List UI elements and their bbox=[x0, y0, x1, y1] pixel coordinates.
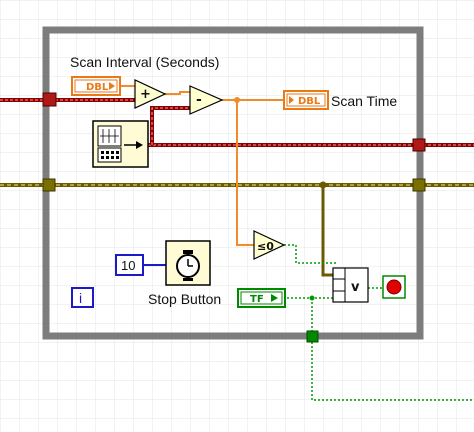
scan-time-indicator[interactable]: DBL bbox=[283, 90, 329, 110]
dbl-tag: DBL bbox=[86, 82, 109, 93]
wait-value: 10 bbox=[121, 258, 135, 273]
stop-terminal[interactable] bbox=[382, 275, 406, 299]
or-label: v bbox=[351, 280, 360, 295]
wait-function[interactable] bbox=[165, 240, 211, 286]
scan-interval-label: Scan Interval (Seconds) bbox=[70, 54, 219, 70]
tf-tag: TF bbox=[250, 294, 264, 305]
less-equal-zero-function[interactable]: ≤0 bbox=[253, 230, 286, 260]
shift-register-left[interactable] bbox=[42, 92, 57, 107]
error-tunnel-left[interactable] bbox=[42, 178, 56, 192]
scan-time-label: Scan Time bbox=[331, 93, 397, 109]
or-function[interactable]: v bbox=[332, 267, 369, 303]
tick-count-function[interactable] bbox=[92, 120, 149, 168]
stop-button-label: Stop Button bbox=[148, 291, 221, 307]
indicator-arrow-icon bbox=[289, 96, 294, 104]
scan-interval-terminal[interactable]: DBL bbox=[71, 76, 121, 96]
stop-button-terminal[interactable]: TF bbox=[237, 288, 286, 308]
svg-text:-: - bbox=[196, 92, 202, 108]
error-tunnel-right[interactable] bbox=[412, 178, 426, 192]
terminal-arrow-icon bbox=[109, 82, 115, 90]
boolean-tunnel[interactable] bbox=[306, 330, 319, 343]
shift-register-right[interactable] bbox=[412, 138, 426, 152]
iteration-terminal[interactable]: i bbox=[71, 287, 94, 308]
stop-icon bbox=[386, 279, 402, 295]
subtract-function[interactable]: - bbox=[189, 85, 224, 115]
terminal-arrow-icon bbox=[271, 294, 278, 302]
wait-constant[interactable]: 10 bbox=[115, 254, 144, 276]
add-function[interactable]: + bbox=[134, 79, 167, 109]
svg-text:+: + bbox=[140, 87, 151, 102]
compare-label: ≤0 bbox=[257, 240, 274, 253]
dbl-tag: DBL bbox=[298, 96, 321, 107]
stopwatch-icon bbox=[176, 250, 200, 281]
numeric-wires[interactable] bbox=[118, 85, 284, 246]
iteration-label: i bbox=[79, 290, 82, 306]
